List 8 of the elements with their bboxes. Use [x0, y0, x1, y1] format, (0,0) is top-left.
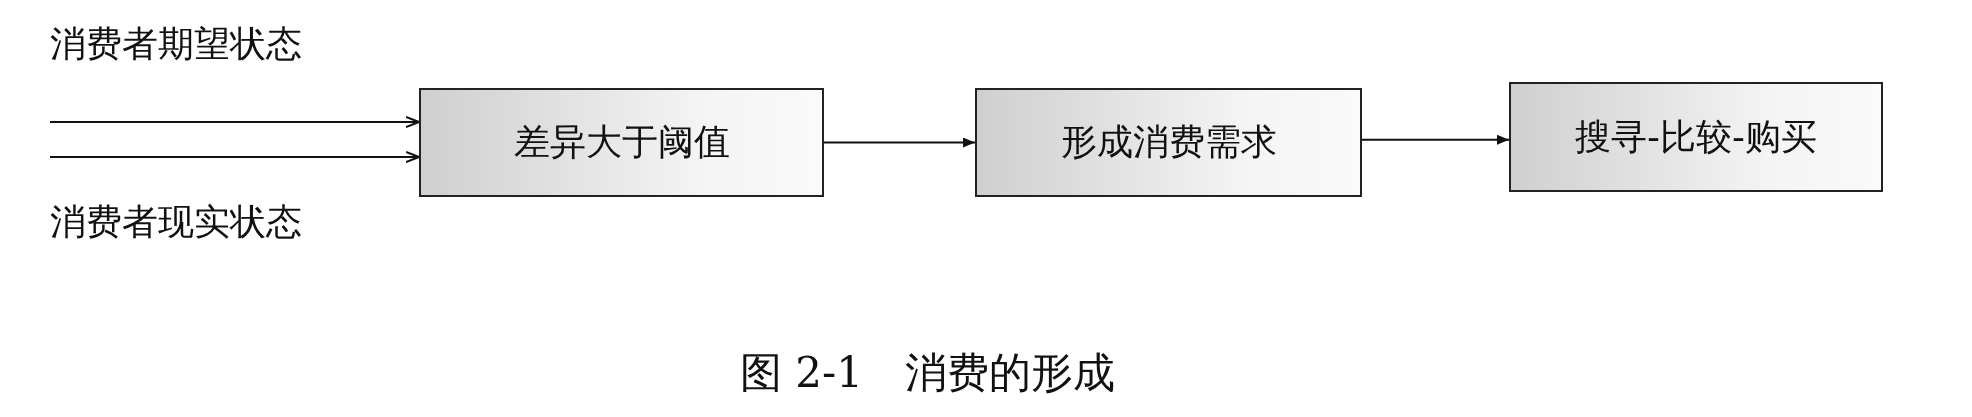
process-box: 形成消费需求 — [975, 88, 1362, 197]
arrow — [49, 151, 420, 163]
caption: 图 2-1 消费的形成 — [740, 347, 1115, 399]
arrow — [49, 116, 420, 128]
arrow — [1361, 134, 1510, 145]
arrow — [823, 137, 976, 148]
process-box: 差异大于阈值 — [419, 88, 824, 197]
process-box: 搜寻-比较-购买 — [1509, 82, 1883, 192]
